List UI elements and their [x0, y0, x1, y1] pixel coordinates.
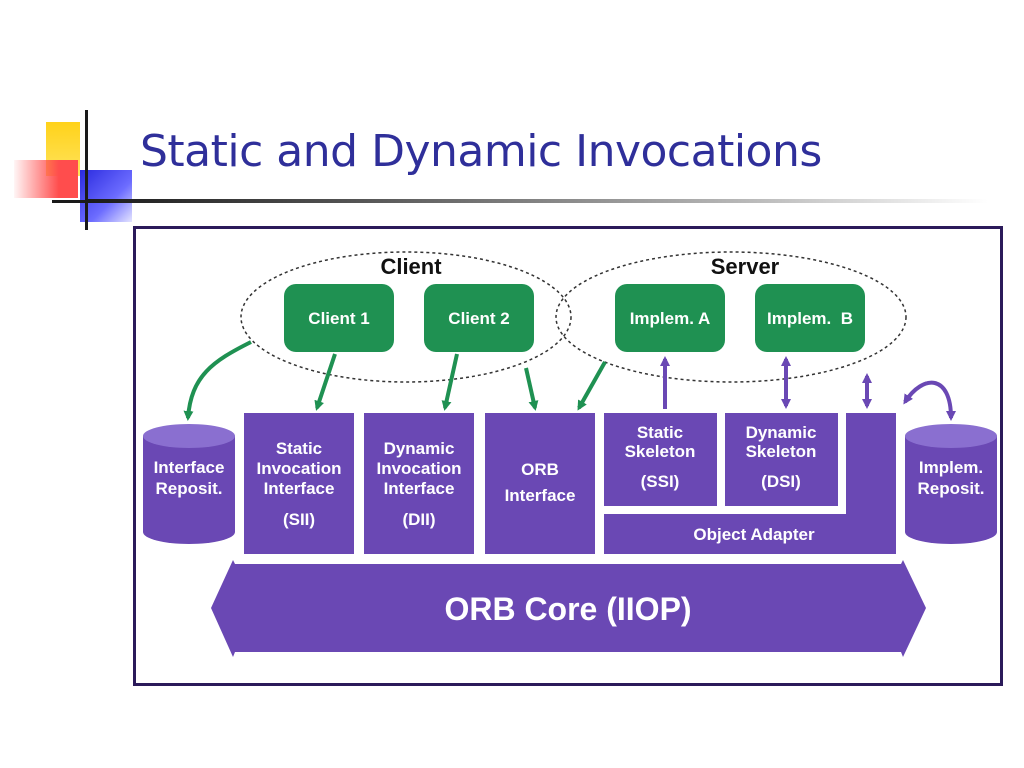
corner-logo: [0, 100, 150, 240]
client-to-interface-repository-arrow: [183, 340, 252, 421]
orb-interface-line-1: ORB: [521, 460, 559, 479]
client-to-orb-interface-arrow: [524, 367, 539, 411]
implementation-b-label: Implem. B: [767, 309, 853, 328]
ssi-line-3: (SSI): [641, 472, 680, 491]
object-adapter-label: Object Adapter: [693, 525, 815, 544]
dii-line-2: Invocation: [376, 459, 461, 478]
client-2-label: Client 2: [448, 309, 509, 328]
server-group-ellipse: [555, 251, 907, 383]
dynamic-invocation-interface-box: Dynamic Invocation Interface (DII): [364, 413, 474, 554]
slide-title: Static and Dynamic Invocations: [140, 126, 822, 177]
client-2-to-dii-arrow: [441, 353, 459, 411]
sii-line-1: Static: [276, 439, 322, 458]
server-to-orb-interface-arrow: [577, 361, 607, 411]
sii-line-2: Invocation: [256, 459, 341, 478]
interface-repository-line-2: Reposit.: [155, 479, 222, 498]
dii-line-4: (DII): [402, 510, 435, 529]
implementation-repository-line-1: Implem.: [919, 458, 983, 477]
static-skeleton-box: Static Skeleton (SSI): [604, 413, 717, 506]
client-group-ellipse: [240, 251, 572, 383]
object-adapter-implementation-repository-arrow: [903, 380, 956, 421]
implementation-repository-line-2: Reposit.: [917, 479, 984, 498]
client-group-label: Client: [380, 254, 442, 279]
client-2-node: Client 2: [424, 284, 534, 352]
interface-repository-line-1: Interface: [154, 458, 225, 477]
object-adapter-box: Object Adapter: [604, 413, 896, 554]
logo-blue-square: [80, 170, 132, 222]
orb-core-banner: ORB Core (IIOP): [211, 560, 926, 657]
client-1-label: Client 1: [308, 309, 369, 328]
orb-interface-line-2: Interface: [505, 486, 576, 505]
implementation-a-label: Implem. A: [630, 309, 711, 328]
static-invocation-interface-box: Static Invocation Interface (SII): [244, 413, 354, 554]
implementation-repository-cylinder: Implem. Reposit.: [905, 424, 997, 544]
orb-core-label: ORB Core (IIOP): [444, 591, 691, 627]
implementation-a-node: Implem. A: [615, 284, 725, 352]
corba-diagram: Client Server Client 1 Client 2 Implem. …: [133, 226, 1003, 686]
dii-line-1: Dynamic: [384, 439, 455, 458]
server-group-label: Server: [711, 254, 780, 279]
sii-line-3: Interface: [264, 479, 335, 498]
ssi-line-1: Static: [637, 423, 683, 442]
dsi-line-3: (DSI): [761, 472, 801, 491]
interface-repository-cylinder: Interface Reposit.: [143, 424, 235, 544]
ssi-line-2: Skeleton: [625, 442, 696, 461]
logo-red-square: [14, 160, 78, 198]
logo-vertical-line: [85, 110, 88, 230]
orb-interface-box: ORB Interface: [485, 413, 595, 554]
client-1-node: Client 1: [284, 284, 394, 352]
dynamic-skeleton-box: Dynamic Skeleton (DSI): [725, 413, 838, 506]
dsi-line-1: Dynamic: [746, 423, 817, 442]
title-rule: [88, 199, 988, 203]
dii-line-3: Interface: [384, 479, 455, 498]
implementation-b-node: Implem. B: [755, 284, 865, 352]
dsi-line-2: Skeleton: [746, 442, 817, 461]
client-1-to-sii-arrow: [314, 353, 337, 411]
sii-line-4: (SII): [283, 510, 315, 529]
